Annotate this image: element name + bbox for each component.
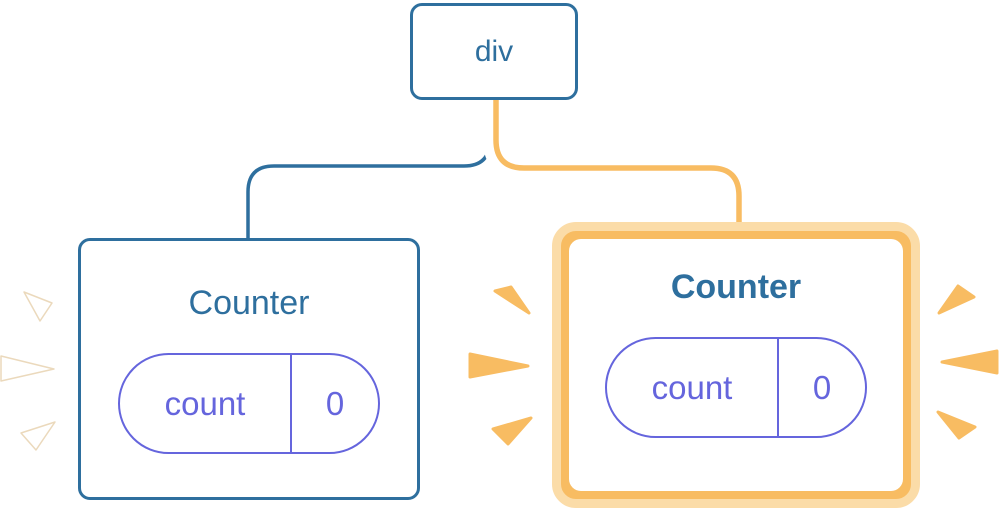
- right-counter-sparks-right: [936, 284, 999, 440]
- edge-div-to-left-counter: [246, 96, 492, 240]
- counter-card-left: Counter count 0: [78, 238, 420, 500]
- spark-icon: [0, 355, 55, 382]
- spark-icon: [936, 410, 977, 440]
- state-pill: count 0: [605, 337, 867, 438]
- counter-title: Counter: [670, 268, 802, 306]
- edge-div-to-right-counter-casing: [483, 96, 752, 240]
- state-pill-divider: [290, 355, 292, 452]
- counter-card-right: Counter count 0: [569, 239, 903, 491]
- counter-title: Counter: [188, 284, 310, 322]
- spark-icon: [937, 284, 976, 315]
- left-counter-sparks: [0, 291, 56, 451]
- right-counter-sparks-left: [468, 285, 533, 446]
- spark-icon: [940, 349, 999, 375]
- edge-div-to-right-counter: [493, 96, 742, 240]
- spark-icon: [468, 352, 530, 379]
- state-key: count: [164, 384, 246, 422]
- spark-icon: [493, 285, 531, 315]
- spark-icon: [23, 291, 53, 322]
- state-value: 0: [812, 368, 832, 406]
- state-value: 0: [325, 384, 345, 422]
- root-node-label: div: [474, 34, 514, 68]
- state-pill: count 0: [118, 353, 380, 454]
- state-pill-divider: [777, 339, 779, 436]
- spark-icon: [491, 416, 533, 446]
- root-node-div: div: [410, 3, 578, 100]
- spark-icon: [20, 421, 56, 451]
- state-key: count: [651, 368, 733, 406]
- counter-card-right-highlight: Counter count 0: [552, 222, 920, 508]
